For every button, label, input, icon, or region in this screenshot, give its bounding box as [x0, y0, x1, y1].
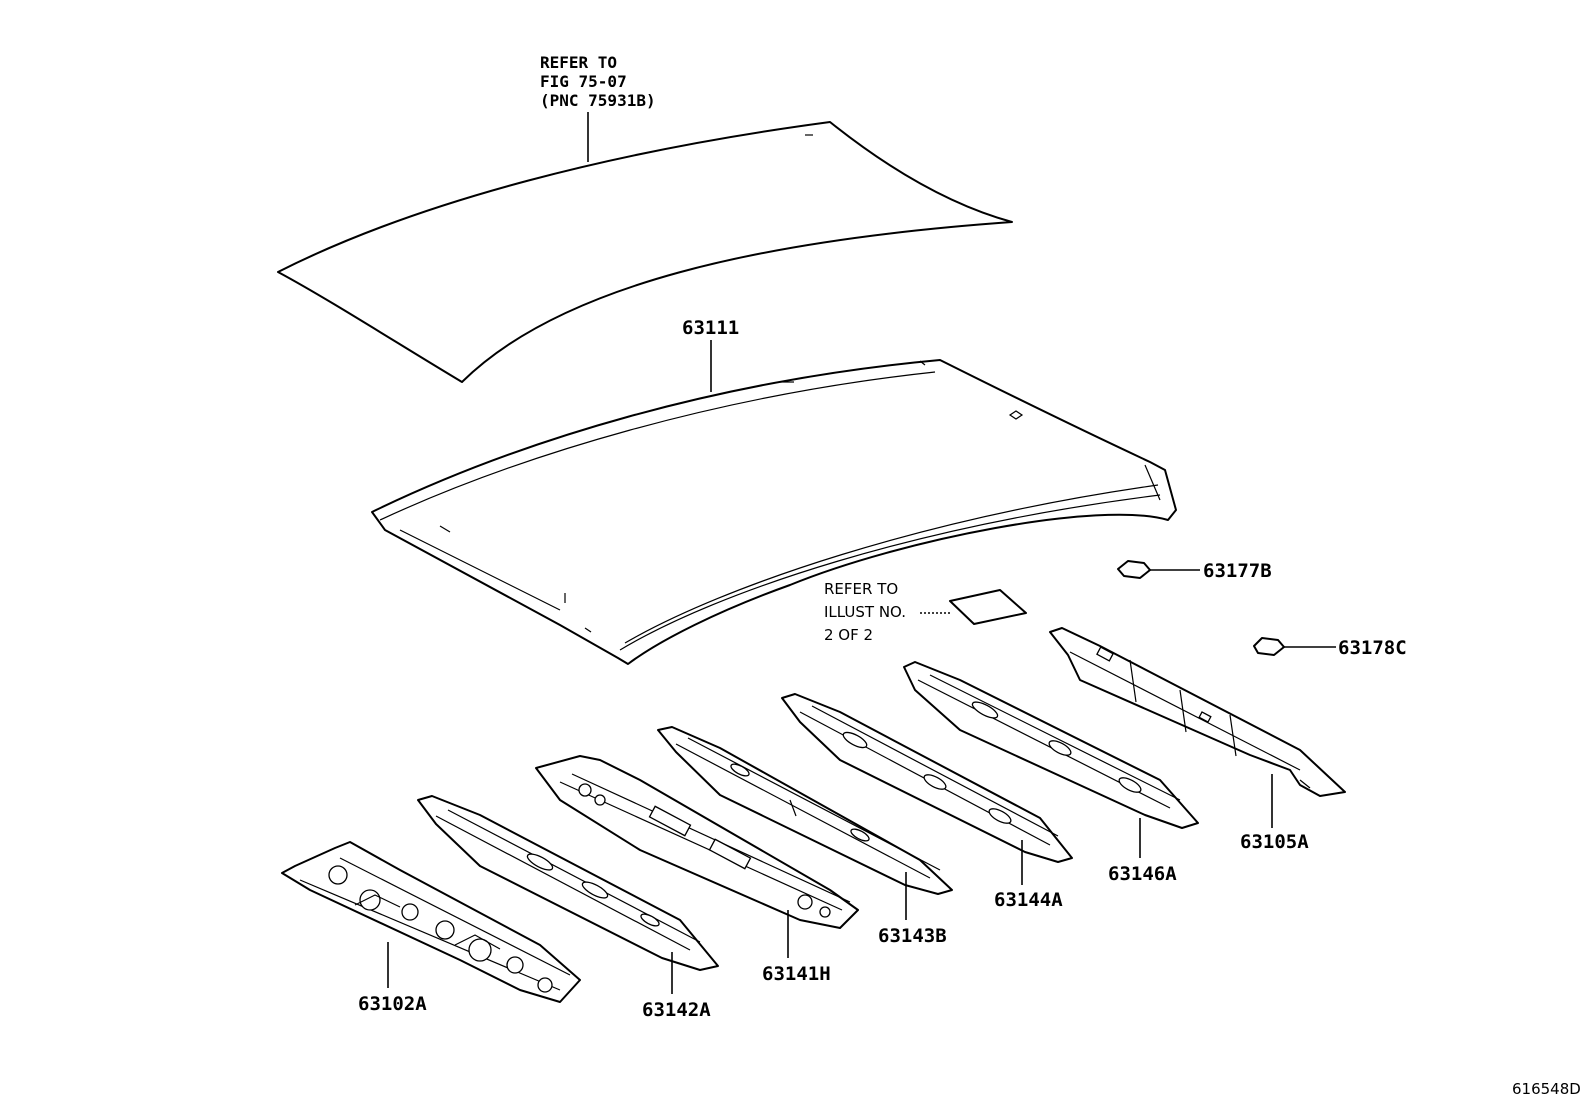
retainer-63177b: 63177B	[1117, 560, 1272, 582]
part-code-63143b: 63143B	[878, 925, 947, 947]
illust-note-line-1: REFER TO	[824, 580, 898, 598]
roof-panel-label: 63111	[682, 317, 739, 392]
part-code-63102a: 63102A	[358, 993, 427, 1015]
illust-note-line-2: ILLUST NO.	[824, 603, 906, 621]
roof-glass-outline	[277, 121, 1013, 383]
roof-panel	[371, 359, 1177, 665]
part-code-63111: 63111	[682, 317, 739, 339]
retainer-63178c: 63178C	[1253, 637, 1407, 659]
illust-note-line-3: 2 OF 2	[824, 626, 873, 644]
glass-note-line-3: (PNC 75931B)	[540, 91, 656, 110]
insulator-pad	[949, 589, 1027, 625]
part-code-63144a: 63144A	[994, 889, 1063, 911]
roof-reinforcement-63146a: 63146A	[903, 661, 1199, 885]
part-code-63141h: 63141H	[762, 963, 831, 985]
part-code-63178c: 63178C	[1338, 637, 1407, 659]
part-code-63177b: 63177B	[1203, 560, 1272, 582]
illustration-number: 616548D	[1512, 1080, 1581, 1098]
part-code-63146a: 63146A	[1108, 863, 1177, 885]
roof-reinforcement-63144a: 63144A	[781, 693, 1073, 911]
roof-reinforcement-63141h: 63141H	[535, 755, 859, 985]
part-code-63105a: 63105A	[1240, 831, 1309, 853]
roof-reinforcement-63142a: 63142A	[417, 795, 719, 1021]
part-code-63142a: 63142A	[642, 999, 711, 1021]
illust-reference-note: REFER TO ILLUST NO. 2 OF 2	[824, 580, 1027, 644]
glass-reference-note: REFER TO FIG 75-07 (PNC 75931B)	[540, 53, 656, 162]
front-roof-reinforcement: 63102A	[281, 841, 581, 1015]
glass-note-line-1: REFER TO	[540, 53, 617, 72]
rear-roof-reinforcement: 63105A	[1049, 627, 1346, 853]
glass-note-line-2: FIG 75-07	[540, 72, 627, 91]
roof-reinforcement-63143b: 63143B	[657, 726, 953, 947]
